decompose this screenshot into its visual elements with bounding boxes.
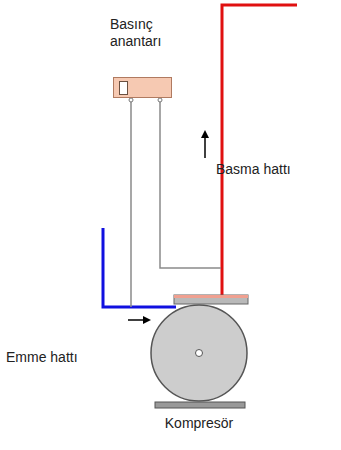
switch-label: Basınç anantarı (110, 16, 176, 50)
suction-line-label: Emme hattı (6, 349, 78, 366)
capillary-tube (160, 99, 221, 268)
compressor-label: Kompresör (165, 415, 233, 432)
discharge-pipe (222, 5, 297, 296)
flow-arrow (128, 319, 145, 321)
flange-seal (174, 295, 248, 298)
flow-arrow (204, 136, 206, 158)
compressor-flange (174, 295, 248, 304)
tube-fitting (129, 98, 133, 102)
discharge-line-label: Basma hattı (216, 161, 291, 178)
flow-arrow (143, 316, 151, 324)
tube-fitting (158, 98, 162, 102)
pressure-switch: Basınç anantarı (113, 77, 172, 98)
compressor-base (155, 402, 245, 408)
flow-arrow (201, 130, 209, 138)
compressor: Kompresör (149, 303, 249, 403)
switch-window (119, 81, 128, 95)
capillary-tube (130, 99, 132, 307)
compressor-shape (149, 303, 249, 403)
